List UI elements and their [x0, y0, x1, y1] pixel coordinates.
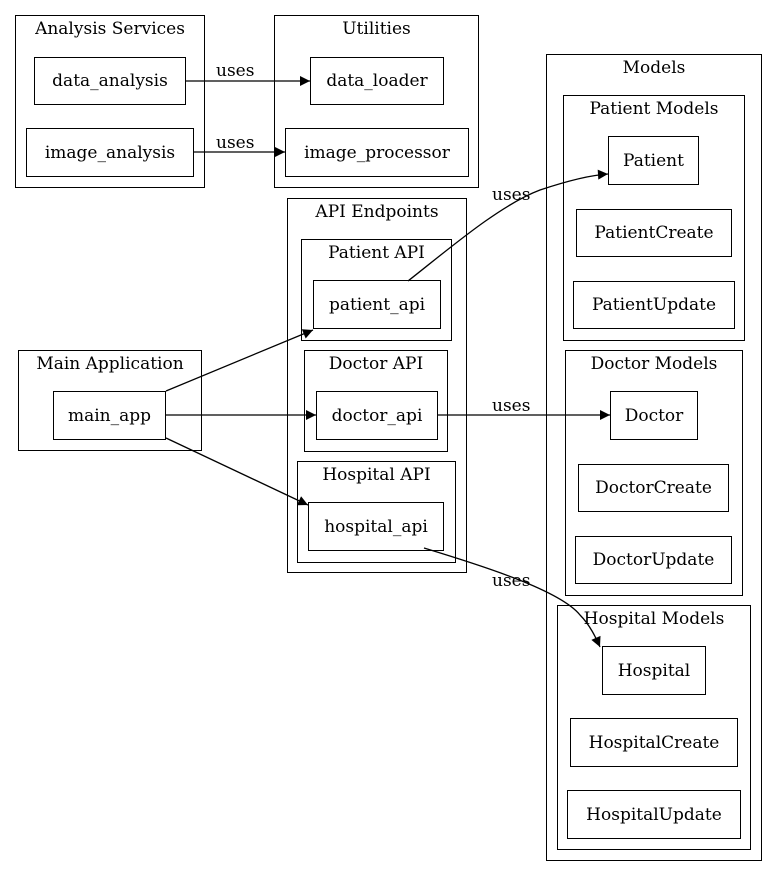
cluster-label: API Endpoints [315, 202, 439, 222]
node-hospital-update[interactable]: HospitalUpdate [567, 790, 741, 839]
node-patient[interactable]: Patient [608, 136, 699, 185]
cluster-label: Analysis Services [35, 19, 185, 39]
cluster-hospital-models: Hospital Models [557, 605, 751, 850]
node-hospital-api[interactable]: hospital_api [308, 502, 444, 551]
cluster-label: Doctor API [328, 354, 424, 374]
edge-label-hospital-api: uses [492, 571, 530, 591]
node-doctor-create[interactable]: DoctorCreate [578, 464, 729, 512]
node-data-loader[interactable]: data_loader [310, 57, 444, 105]
cluster-label: Hospital API [322, 465, 431, 485]
node-doctor[interactable]: Doctor [610, 391, 698, 440]
edge-patient-api-to-patient [407, 169, 609, 282]
node-doctor-update[interactable]: DoctorUpdate [575, 536, 732, 584]
node-hospital[interactable]: Hospital [602, 646, 706, 695]
cluster-label: Utilities [342, 19, 411, 39]
cluster-label: Models [622, 58, 686, 78]
cluster-label: Hospital Models [583, 609, 725, 629]
node-doctor-api[interactable]: doctor_api [316, 391, 438, 440]
cluster-patient-models: Patient Models [563, 95, 745, 341]
cluster-doctor-api: Doctor API [304, 350, 448, 452]
node-data-analysis[interactable]: data_analysis [34, 57, 186, 105]
cluster-utilities: Utilities [274, 15, 479, 188]
node-patient-create[interactable]: PatientCreate [576, 209, 732, 257]
cluster-label: Main Application [36, 354, 184, 374]
cluster-label: Patient Models [589, 99, 719, 119]
edge-hospital-api-to-hospital [423, 547, 601, 648]
node-patient-api[interactable]: patient_api [313, 280, 441, 329]
cluster-models: Models [546, 54, 762, 861]
edge-label-doctor-api: uses [492, 396, 530, 416]
cluster-label: Doctor Models [590, 354, 718, 374]
node-image-analysis[interactable]: image_analysis [26, 128, 194, 177]
edge-label-patient-api: uses [492, 185, 530, 205]
edge-label-image-analysis: uses [216, 133, 254, 153]
node-patient-update[interactable]: PatientUpdate [573, 281, 735, 329]
cluster-analysis-services: Analysis Services [15, 15, 205, 188]
cluster-label: Patient API [328, 243, 425, 263]
node-hospital-create[interactable]: HospitalCreate [570, 718, 738, 767]
node-image-processor[interactable]: image_processor [285, 128, 469, 177]
cluster-main-application: Main Application [18, 350, 202, 451]
cluster-patient-api: Patient API [301, 239, 452, 341]
cluster-hospital-api: Hospital API [297, 461, 456, 563]
cluster-doctor-models: Doctor Models [565, 350, 743, 596]
edge-main-app-to-hospital-api [165, 437, 309, 506]
cluster-api-endpoints: API Endpoints [287, 198, 467, 573]
edge-main-app-to-patient-api [165, 329, 314, 392]
edge-label-data-analysis: uses [216, 61, 254, 81]
node-main-app[interactable]: main_app [53, 391, 166, 440]
